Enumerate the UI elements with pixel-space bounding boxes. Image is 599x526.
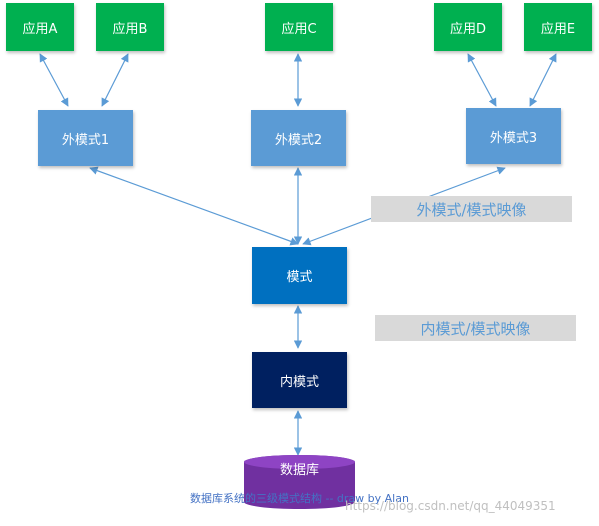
database-label: 数据库	[279, 463, 319, 478]
arrow-app-d-ext3	[467, 53, 497, 107]
external-schema-2-box: 外模式2	[251, 110, 346, 166]
external-schema-mapping-label: 外模式/模式映像	[371, 196, 572, 222]
external-schema-3-box: 外模式3	[466, 108, 561, 164]
app-b-box: 应用B	[96, 3, 164, 51]
arrow-app-e-ext3	[529, 53, 557, 107]
app-a-box: 应用A	[6, 3, 74, 51]
external-schema-1-box: 外模式1	[38, 110, 133, 166]
internal-schema-box: 内模式	[252, 352, 347, 408]
app-c-box: 应用C	[265, 3, 333, 51]
app-d-box: 应用D	[434, 3, 502, 51]
app-e-box: 应用E	[524, 3, 592, 51]
arrow-app-b-ext1	[101, 53, 129, 107]
arrow-app-a-ext1	[39, 53, 69, 107]
watermark-url: https://blog.csdn.net/qq_44049351	[345, 499, 556, 513]
schema-internal-mapping-label: 内模式/模式映像	[375, 315, 576, 341]
arrow-ext1-schema	[89, 166, 299, 246]
schema-box: 模式	[252, 247, 347, 304]
diagram-caption: 数据库系统的三级模式结构 -- draw by Alan	[190, 492, 409, 505]
database-cylinder	[244, 455, 355, 509]
